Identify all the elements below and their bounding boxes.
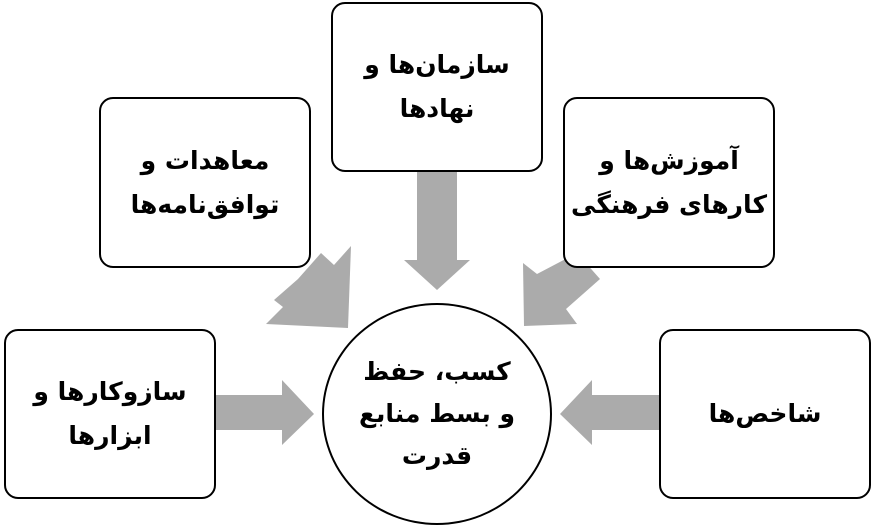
node-education: آموزش‌ها و کارهای فرهنگی — [563, 97, 775, 268]
center-node: کسب، حفظ و بسط منابع قدرت — [322, 303, 552, 525]
arrow-indicators-to-center — [560, 380, 659, 445]
node-education-line-2: کارهای فرهنگی — [571, 189, 767, 219]
center-node-line-3: قدرت — [401, 441, 473, 470]
node-education-line-1: آموزش‌ها و — [599, 145, 739, 175]
node-indicators-line-1: شاخص‌ها — [708, 399, 822, 428]
node-organizations: سازمان‌ها و نهادها — [331, 2, 543, 172]
arrow-mechanisms-to-center — [216, 380, 314, 445]
arrow-treaties-to-center — [266, 246, 351, 328]
center-node-line-1: کسب، حفظ — [363, 357, 511, 386]
node-treaties-line-1: معاهدات و — [140, 145, 270, 175]
center-node-line-2: و بسط منابع — [358, 399, 516, 428]
node-treaties: معاهدات و توافق‌نامه‌ها — [99, 97, 311, 268]
arrow-organizations-to-center — [404, 172, 470, 290]
node-organizations-line-1: سازمان‌ها و — [364, 50, 510, 79]
arrow-education-to-center — [523, 253, 600, 326]
node-mechanisms-line-1: سازوکارها و — [33, 377, 187, 406]
node-mechanisms-line-2: ابزارها — [68, 421, 152, 450]
node-treaties-line-2: توافق‌نامه‌ها — [130, 189, 280, 219]
node-indicators: شاخص‌ها — [659, 329, 871, 499]
node-mechanisms: سازوکارها و ابزارها — [4, 329, 216, 499]
node-organizations-line-2: نهادها — [399, 94, 475, 123]
